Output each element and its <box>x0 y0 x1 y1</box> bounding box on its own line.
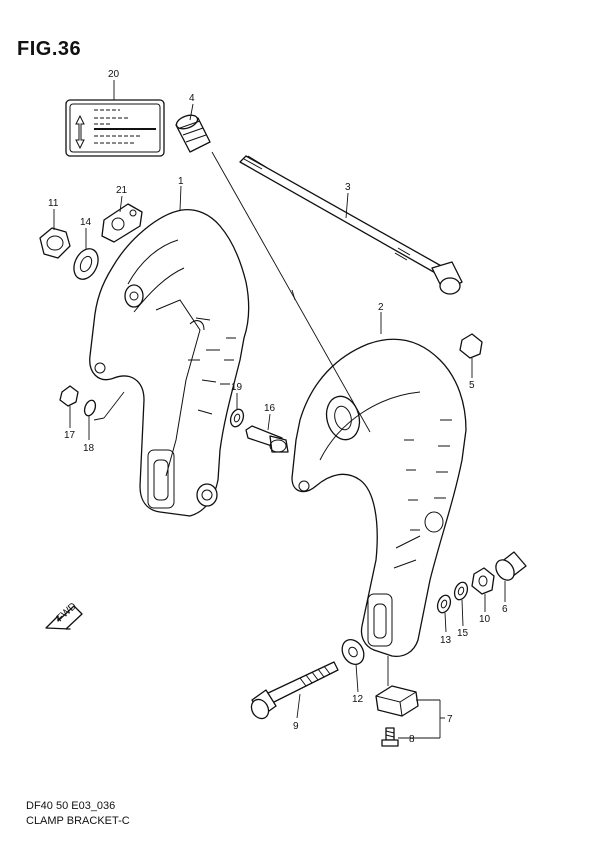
callout-18: 18 <box>83 443 95 454</box>
part-4-collar <box>175 114 211 153</box>
callout-3: 3 <box>345 182 351 193</box>
callout-labels: 20 4 3 11 14 21 1 2 5 19 16 17 18 6 10 1… <box>48 69 508 745</box>
part-8-bolt <box>381 727 399 747</box>
callout-15: 15 <box>457 628 469 639</box>
part-18-washer <box>83 399 97 417</box>
callout-8: 8 <box>409 734 415 745</box>
part-19-washer <box>229 408 245 428</box>
part-9-bolt <box>250 661 339 720</box>
part-7-block <box>375 685 419 717</box>
up-down-arrow-icon <box>75 114 85 150</box>
callout-19: 19 <box>231 382 243 393</box>
part-5-cap-nut <box>459 333 483 359</box>
part-15-washer <box>453 581 469 601</box>
part-20-decal <box>65 99 165 157</box>
callout-4: 4 <box>189 93 195 104</box>
callout-2: 2 <box>378 302 384 313</box>
callout-13: 13 <box>440 635 452 646</box>
part-10-nut <box>471 567 495 595</box>
figure-title: FIG.36 <box>17 38 82 60</box>
part-11-nut <box>39 227 71 259</box>
part-2-clamp-bracket <box>291 338 467 658</box>
leader-lines <box>53 80 506 739</box>
part-21-plate <box>101 203 143 243</box>
figure-name: CLAMP BRACKET-C <box>26 815 130 827</box>
callout-16: 16 <box>264 403 276 414</box>
part-13-washer <box>436 594 452 614</box>
part-1-clamp-bracket <box>89 208 250 517</box>
part-6-cap <box>495 551 527 581</box>
part-14-washer <box>73 248 99 280</box>
callout-17: 17 <box>64 430 76 441</box>
part-16-bolt <box>245 425 289 453</box>
callout-10: 10 <box>479 614 491 625</box>
callout-1: 1 <box>178 176 184 187</box>
part-12-washer <box>341 639 365 665</box>
callout-14: 14 <box>80 217 92 228</box>
callout-12: 12 <box>352 694 364 705</box>
part-3-shaft <box>239 155 463 295</box>
callout-11: 11 <box>48 198 59 209</box>
callout-5: 5 <box>469 380 475 391</box>
callout-20: 20 <box>108 69 120 80</box>
callout-7: 7 <box>447 714 453 725</box>
fwd-arrow-icon: FWD <box>45 601 83 630</box>
callout-6: 6 <box>502 604 508 615</box>
callout-21: 21 <box>116 185 128 196</box>
part-17-nut <box>59 385 79 407</box>
figure-code: DF40 50 E03_036 <box>26 800 116 812</box>
callout-9: 9 <box>293 721 299 732</box>
